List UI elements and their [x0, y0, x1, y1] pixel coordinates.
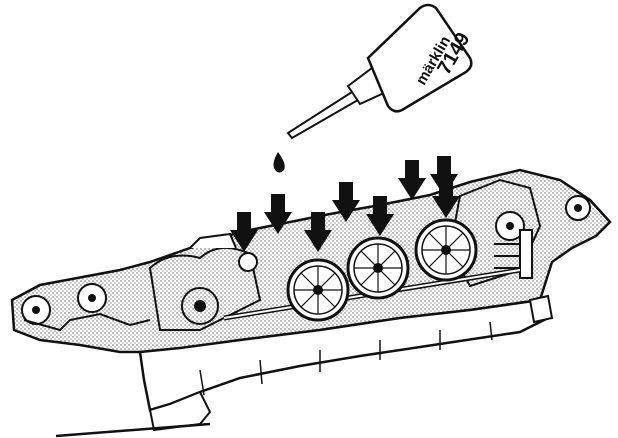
drive-wheel-icon	[348, 238, 408, 298]
oil-bottle-icon: märklin 7149	[288, 5, 475, 138]
oil-drop-icon	[274, 152, 285, 173]
drive-wheel-icon	[288, 260, 348, 320]
drive-wheel-icon	[416, 220, 476, 280]
down-arrow-icon	[398, 160, 426, 200]
